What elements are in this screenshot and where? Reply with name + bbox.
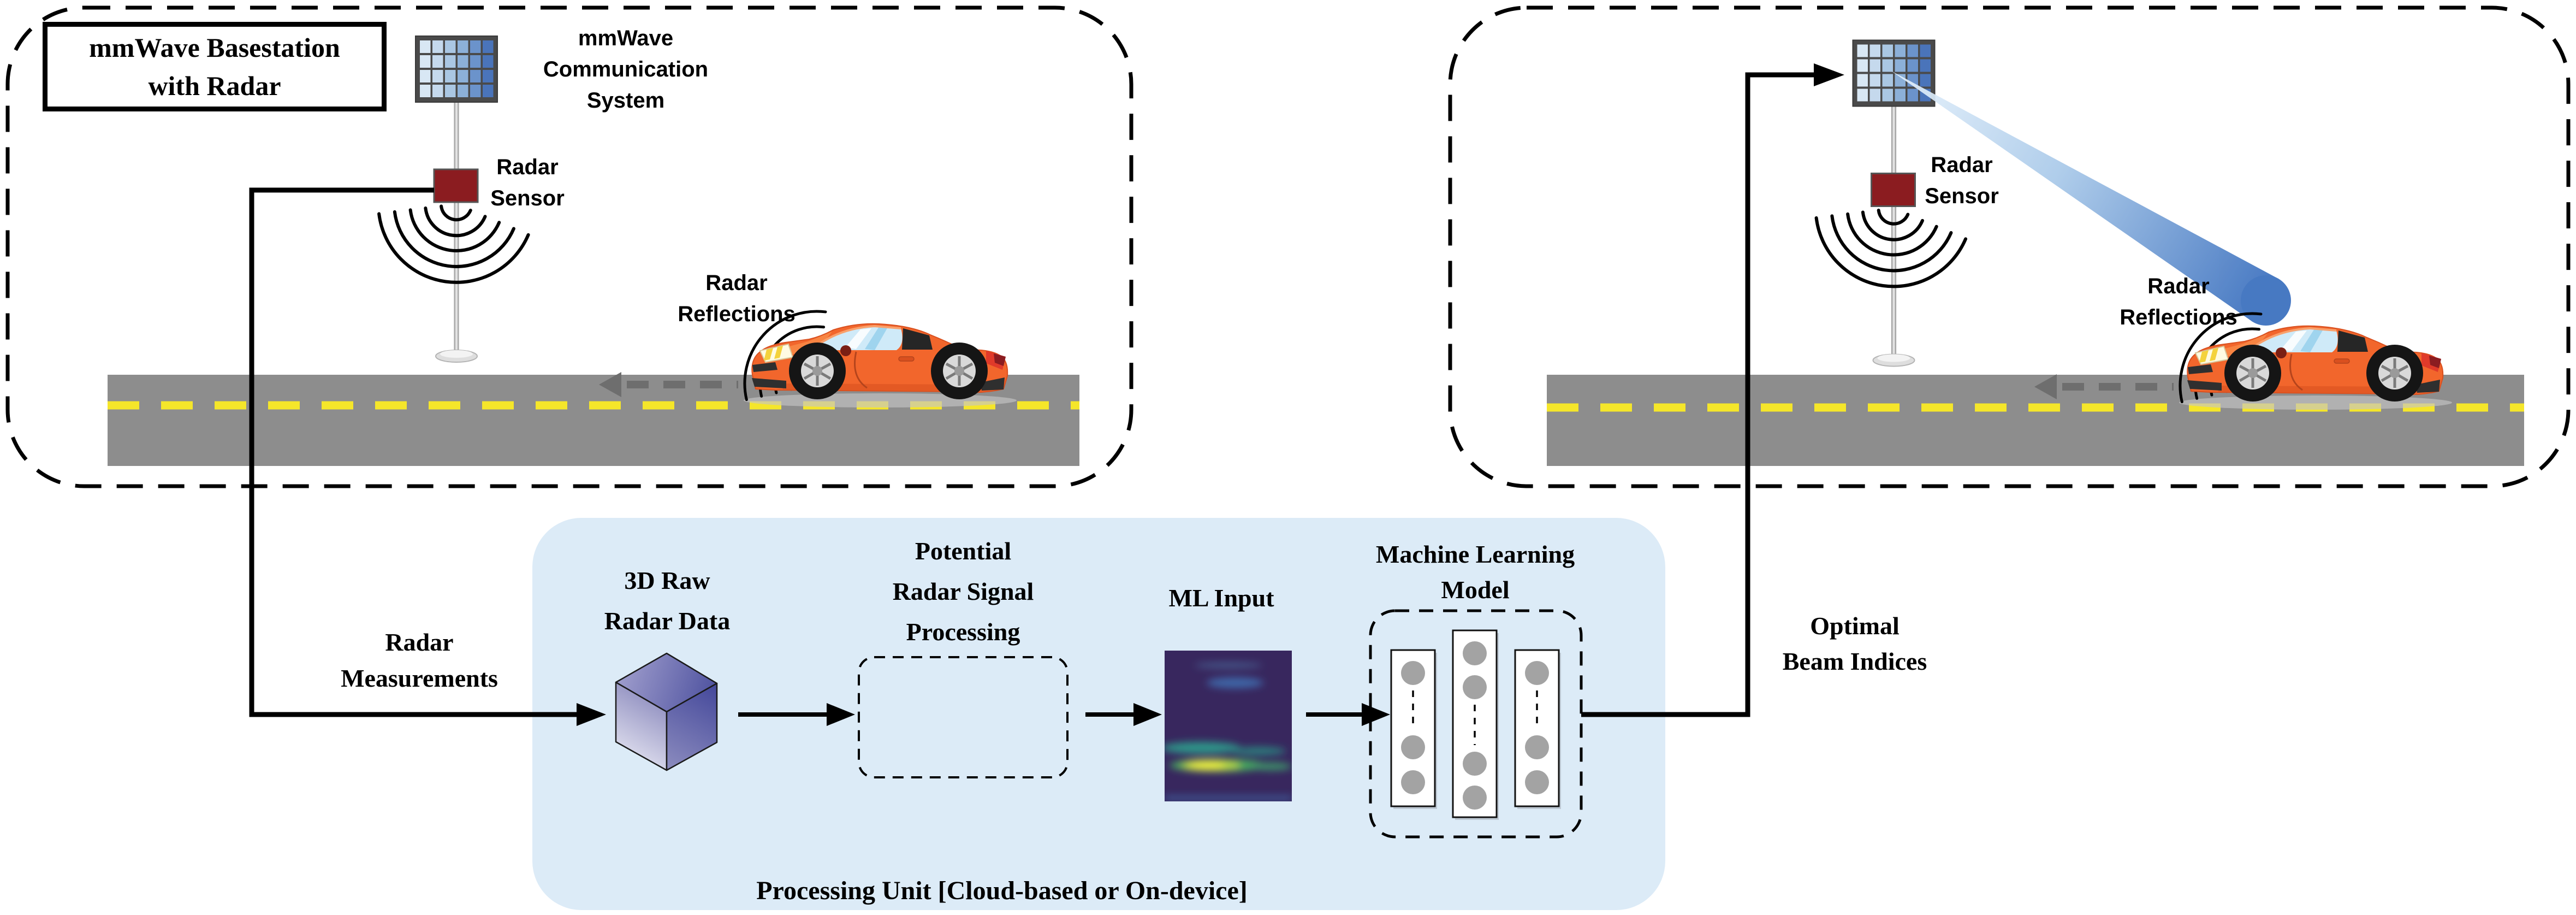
radar-reflections-label-right: Radar Reflections: [2120, 274, 2237, 329]
radar-measurements-label: Radar Measurements: [341, 628, 498, 692]
stage-model-label: Machine Learning Model: [1375, 540, 1575, 604]
right-panel-border: [1448, 5, 2571, 488]
optimal-beam-connector: [1581, 72, 1816, 717]
title-line-1: mmWave Basestation: [89, 32, 340, 63]
right-scene-panel: [1448, 5, 2571, 488]
radar-cube-icon: [615, 652, 718, 771]
neural-network-icon: [1369, 609, 1583, 839]
processing-unit-caption: Processing Unit [Cloud-based or On-devic…: [756, 876, 1248, 905]
stage-processing-label: Potential Radar Signal Processing: [892, 537, 1034, 646]
left-panel-border: [5, 5, 1133, 488]
stage-ml-input-label: ML Input: [1168, 584, 1274, 612]
left-panel-title: mmWave Basestation with Radar: [43, 22, 387, 111]
radar-measurements-connector: [249, 187, 578, 717]
radar-sensor-label-right: Radar Sensor: [1925, 153, 1999, 208]
radar-sensor-label-left: Radar Sensor: [490, 155, 565, 210]
comm-system-label: mmWave Communication System: [543, 26, 709, 113]
signal-processing-box: [858, 656, 1069, 778]
title-line-2: with Radar: [148, 70, 281, 101]
radar-reflections-label-left: Radar Reflections: [678, 271, 796, 326]
spectrogram-icon: [1165, 651, 1292, 801]
flow-connectors: [249, 72, 1816, 717]
arrowheads: [577, 63, 1844, 726]
optimal-beam-label: Optimal Beam Indices: [1782, 612, 1927, 675]
left-scene-panel: [5, 5, 1133, 488]
stage-raw-data-label: 3D Raw Radar Data: [604, 566, 731, 635]
